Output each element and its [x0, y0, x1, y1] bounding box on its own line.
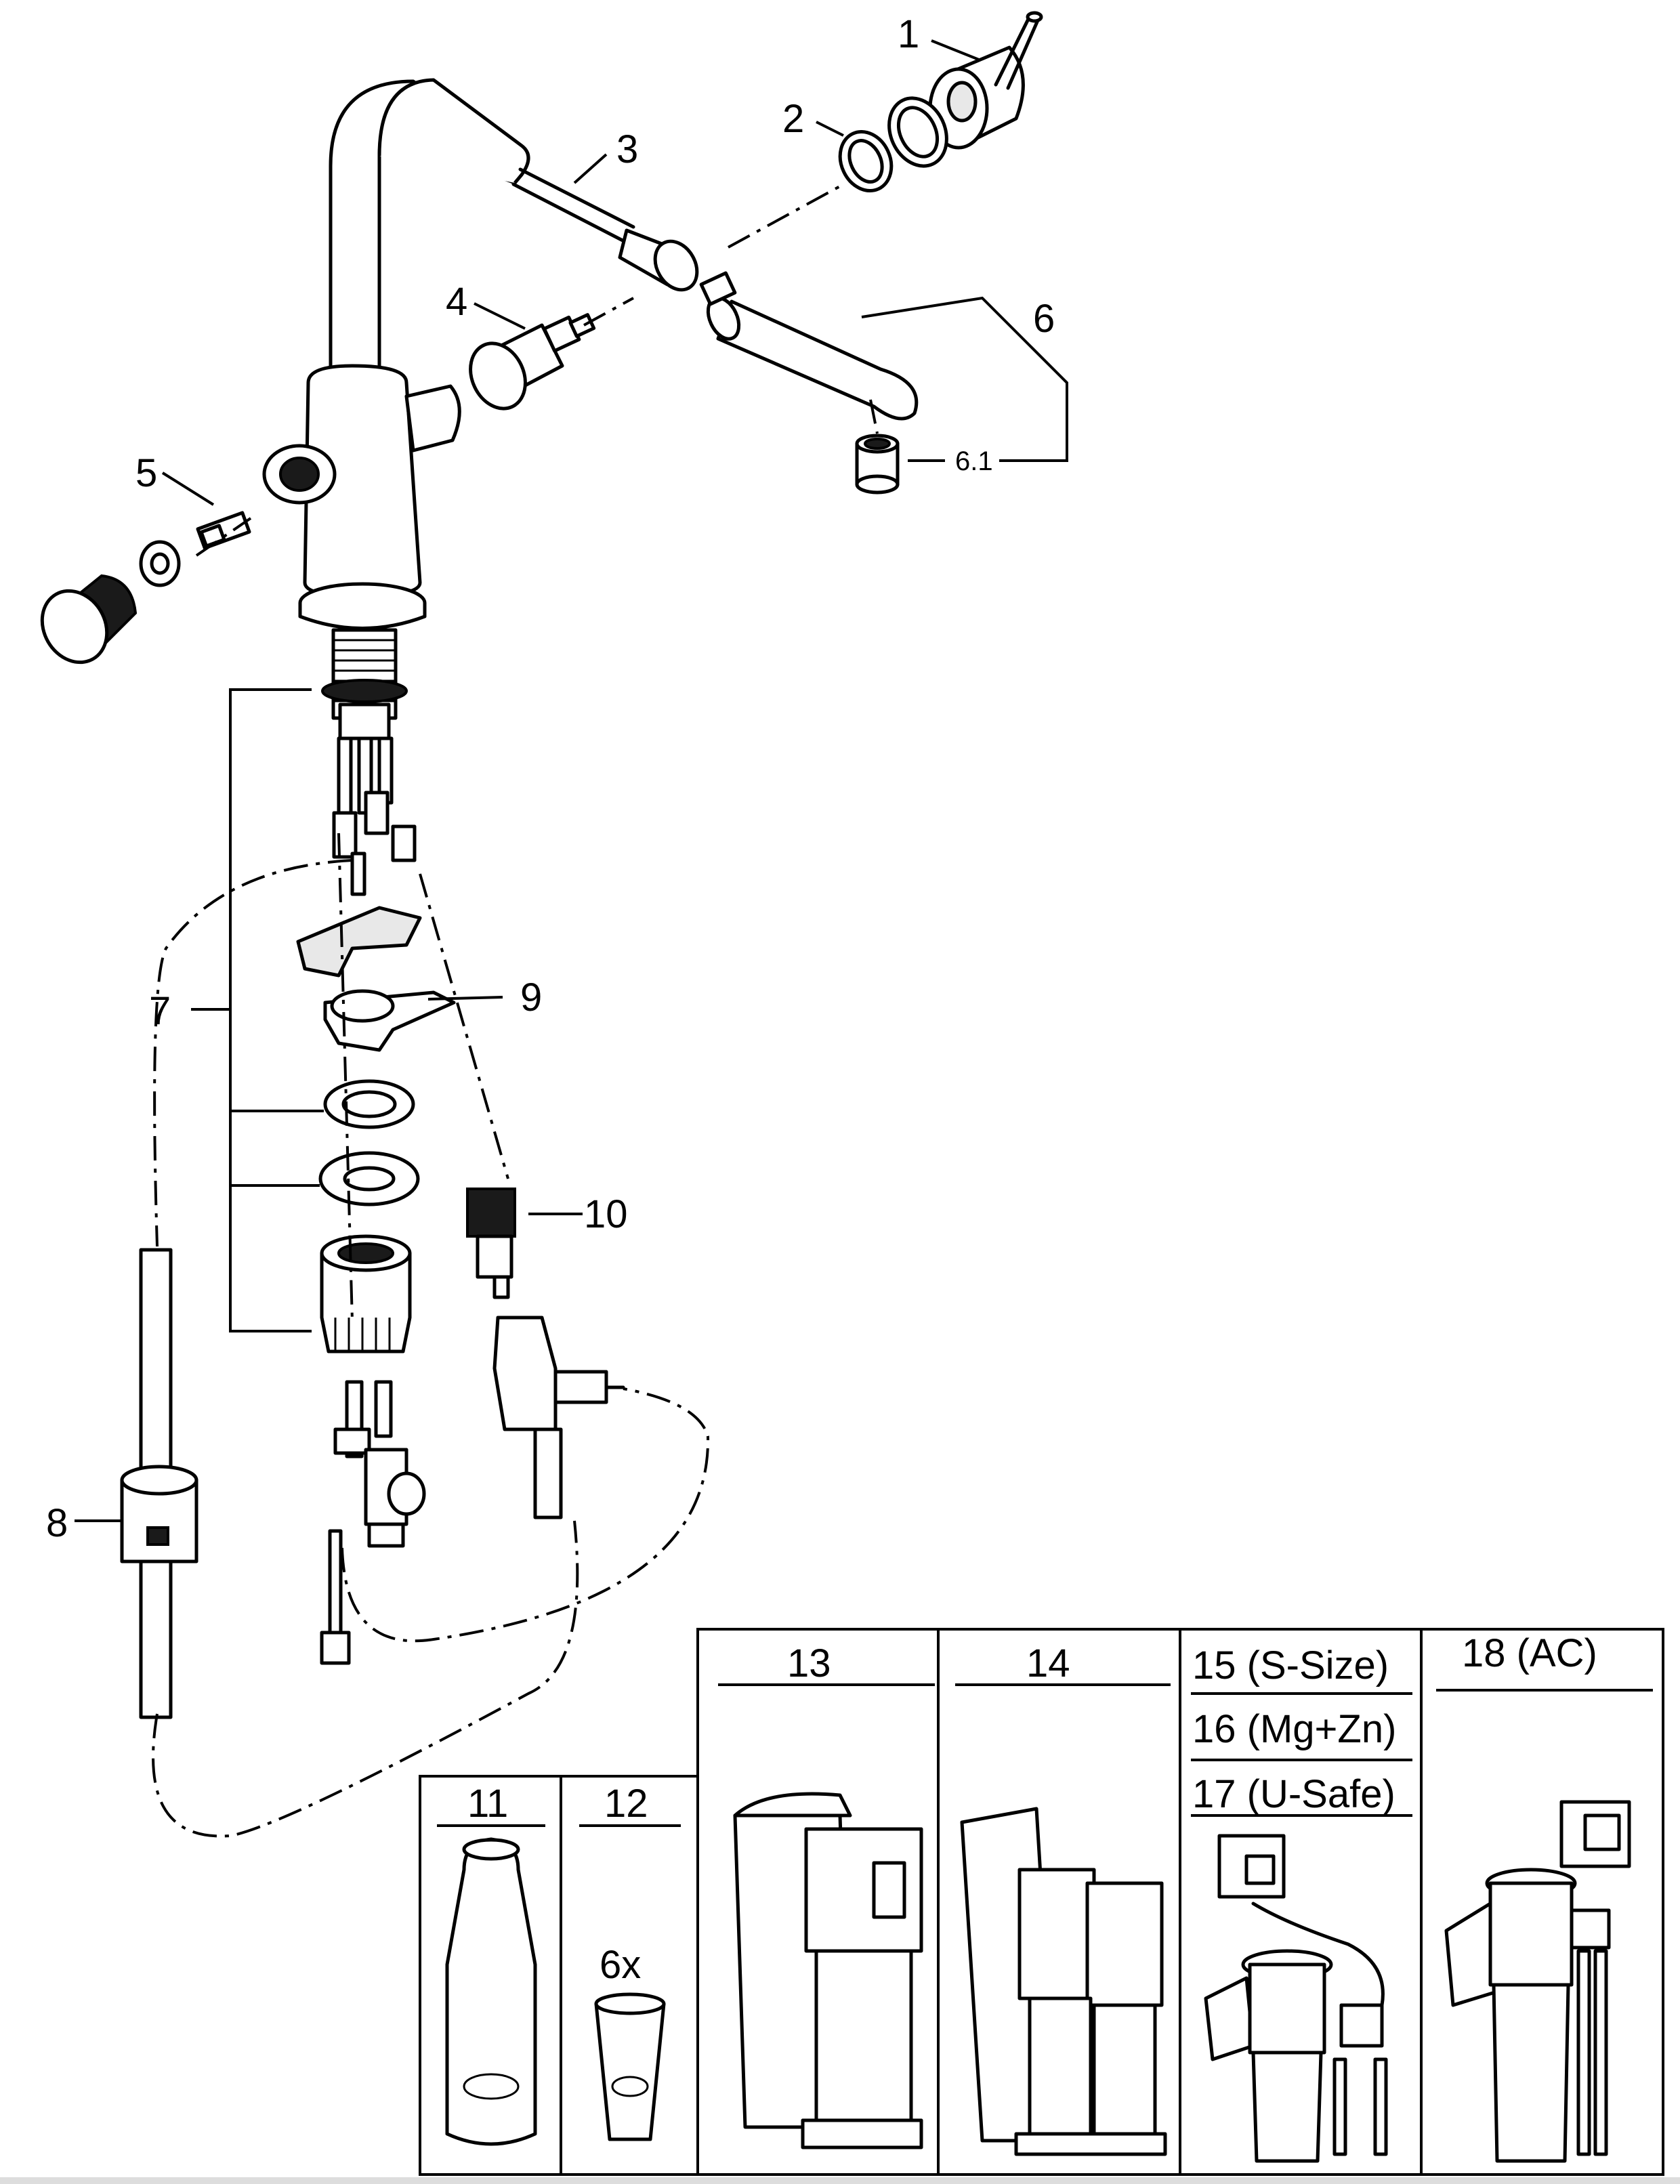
item-14-chiller-unit — [960, 1807, 1167, 2156]
callout-8: 8 — [46, 1501, 68, 1545]
callout-1: 1 — [898, 12, 919, 56]
callout-10: 10 — [584, 1192, 628, 1236]
part-4-cartridge — [469, 313, 596, 411]
part-6-1-aerator — [855, 434, 900, 495]
part-3-hose — [511, 167, 699, 292]
callout-4: 4 — [446, 280, 467, 324]
callout-labels: 1 2 3 4 5 6 6.1 7 9 10 8 — [46, 12, 1055, 1545]
dashed-hose-routes — [152, 185, 879, 1838]
box-15-label: 15 (S-Size) — [1192, 1643, 1389, 1687]
box-16-label: 16 (Mg+Zn) — [1192, 1707, 1396, 1751]
box-14-label: 14 — [1026, 1641, 1070, 1685]
box-18-label: 18 (AC) — [1462, 1631, 1597, 1675]
callout-9: 9 — [520, 975, 542, 1020]
callout-2: 2 — [782, 97, 804, 141]
part-6-pull-out-spray — [699, 271, 919, 421]
part-2-rings — [838, 96, 948, 193]
part-8-inline-filter — [120, 1248, 198, 1719]
item-12-cup — [594, 1992, 666, 2141]
box-12-label: 12 — [604, 1782, 648, 1826]
item-15-17-filter-head — [1204, 1834, 1388, 2163]
accessory-boxes: 11 12 13 14 15 (S-Size) 16 (Mg+Zn) 17 (U… — [419, 1628, 1664, 2176]
callout-6-1: 6.1 — [955, 446, 993, 476]
faucet-body — [262, 78, 530, 896]
item-18-ac-filter — [1444, 1800, 1631, 2163]
box-11-label: 11 — [467, 1782, 508, 1826]
item-11-bottle — [445, 1837, 537, 2146]
part-9-bracket — [296, 906, 456, 1052]
part-1-lever-handle — [928, 11, 1043, 150]
box-17-label: 17 (U-Safe) — [1192, 1772, 1395, 1816]
box-12-quantity: 6x — [600, 1943, 641, 1987]
page-bottom-rule — [0, 2177, 1680, 2184]
callout-5: 5 — [135, 451, 157, 495]
callout-7: 7 — [149, 989, 171, 1033]
part-10-check-valve — [466, 1188, 625, 1519]
callout-6: 6 — [1033, 297, 1055, 341]
part-5-knob — [40, 511, 251, 665]
supply-hoses — [320, 1380, 426, 1665]
callout-3: 3 — [616, 127, 638, 171]
leader-lines — [75, 39, 1068, 1522]
box-13-label: 13 — [787, 1641, 831, 1685]
item-13-carbonator-unit — [733, 1792, 923, 2149]
